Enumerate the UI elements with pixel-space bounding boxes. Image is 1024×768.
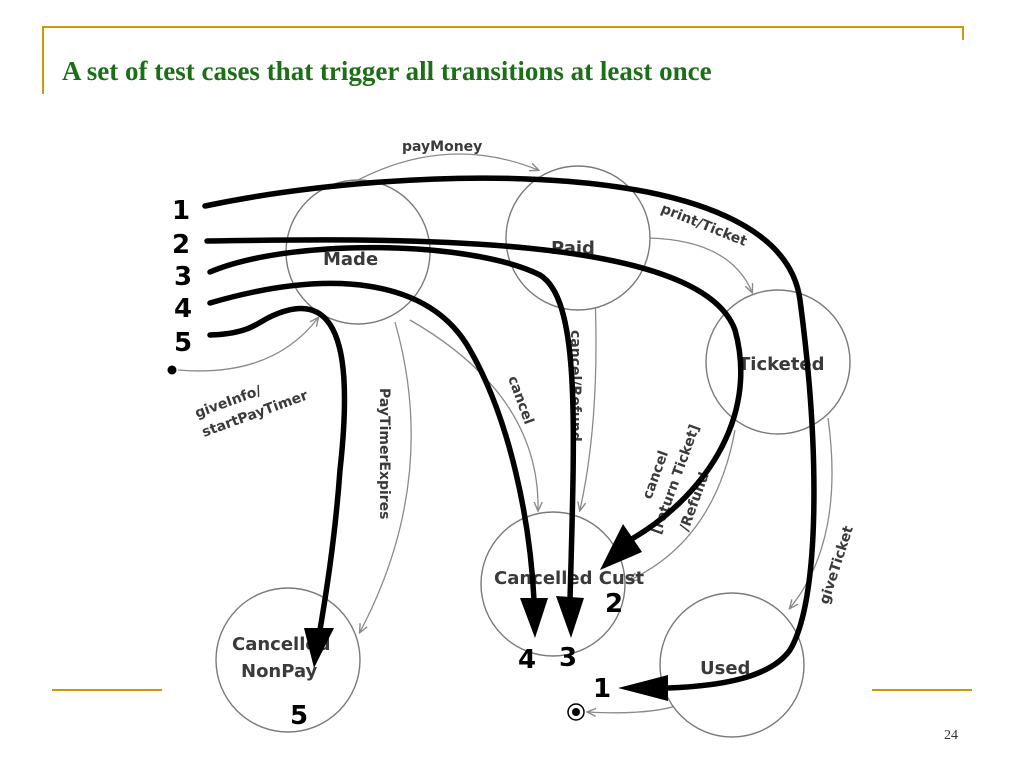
transition-give-ticket (790, 417, 833, 608)
test-path-5-arrowhead (304, 628, 334, 668)
test-path-3 (207, 244, 577, 603)
state-made-label: Made (323, 249, 378, 270)
test-path-3-arrowhead (556, 596, 584, 638)
transition-cancel-label: cancel (504, 374, 536, 427)
frame-right-border (962, 26, 964, 40)
transition-pay-timer-expires (360, 321, 412, 632)
frame-top-border (42, 26, 964, 28)
test-path-1 (202, 175, 817, 691)
test-case-end-4: 4 (518, 645, 536, 675)
transition-print-ticket (647, 237, 752, 292)
transition-give-ticket-label: giveTicket (817, 524, 857, 606)
test-path-4 (207, 280, 537, 603)
initial-state-dot (167, 365, 177, 375)
state-ticketed (705, 289, 851, 435)
test-path-4-arrowhead (520, 598, 548, 638)
transition-cancel (409, 319, 538, 510)
test-case-end-3: 3 (559, 643, 577, 673)
slide-title: A set of test cases that trigger all tra… (62, 56, 712, 86)
page-number: 24 (944, 728, 958, 743)
state-cancelled-nonpay (215, 587, 361, 733)
test-path-2 (204, 237, 744, 543)
test-case-start-4: 4 (174, 294, 192, 324)
transition-pay-money (339, 153, 538, 191)
transition-cancel-return (630, 429, 736, 580)
test-case-start-5: 5 (174, 328, 192, 358)
state-used (659, 592, 805, 738)
test-case-end-1: 1 (593, 674, 611, 704)
state-cancelled-cust (480, 511, 626, 657)
test-path-1-arrowhead (618, 675, 668, 701)
transition-pay-money-label: payMoney (402, 139, 482, 155)
state-used-label: Used (700, 658, 750, 679)
transition-cancel-refund (580, 294, 597, 510)
test-case-start-2: 2 (172, 230, 190, 260)
test-case-end-5: 5 (290, 701, 308, 731)
test-path-5 (207, 305, 348, 633)
transition-pay-timer-expires-label: PayTimerExpires (376, 388, 392, 520)
frame-left-border (42, 26, 44, 94)
state-ticketed-label: Ticketed (738, 354, 825, 375)
final-state-dot (572, 708, 580, 716)
footer-rule-right (872, 689, 972, 691)
state-cancelled-nonpay-label-1: Cancelled (232, 634, 330, 655)
state-cancelled-nonpay-label-2: NonPay (241, 661, 318, 682)
test-case-end-2: 2 (605, 589, 623, 619)
test-path-2-arrowhead (600, 524, 642, 570)
test-case-start-1: 1 (172, 196, 190, 226)
test-case-start-3: 3 (174, 262, 192, 292)
transition-give-info (177, 318, 318, 372)
footer-rule-left (52, 689, 162, 691)
